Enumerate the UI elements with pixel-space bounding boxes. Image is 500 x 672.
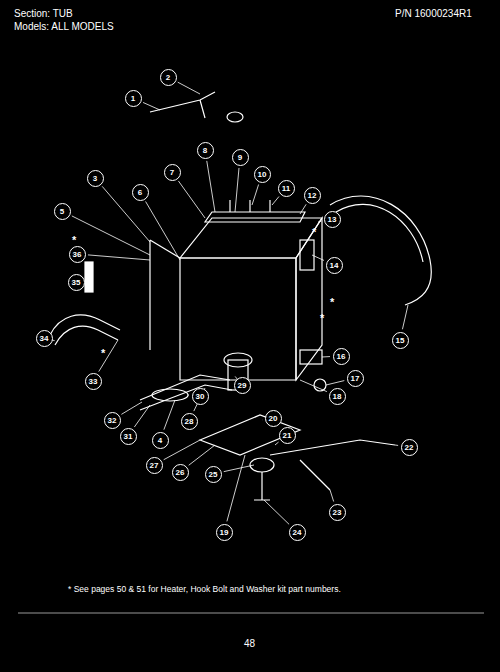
leader-line bbox=[134, 405, 150, 427]
callout-number: 11 bbox=[278, 180, 295, 197]
callout-number: 5 bbox=[54, 203, 71, 220]
callout-number: 1 bbox=[125, 90, 142, 107]
callout-number: 8 bbox=[197, 142, 214, 159]
rule bbox=[18, 613, 484, 614]
callout-number: 3 bbox=[87, 170, 104, 187]
callout-number: 30 bbox=[192, 388, 209, 405]
header-text: Section: TUB bbox=[14, 8, 73, 19]
tub-assembly bbox=[50, 92, 431, 500]
leader-line bbox=[395, 445, 398, 446]
leader-line bbox=[235, 168, 239, 212]
callout-number: 6 bbox=[132, 184, 149, 201]
callout-number: 33 bbox=[85, 373, 102, 390]
leader-line bbox=[300, 204, 306, 214]
callout-number: 29 bbox=[234, 377, 251, 394]
leader-line bbox=[326, 381, 344, 385]
callout-number: 16 bbox=[333, 348, 350, 365]
callout-number: 14 bbox=[326, 257, 343, 274]
leader-line bbox=[330, 490, 334, 502]
callout-number: 36 bbox=[69, 246, 86, 263]
callout-number: 31 bbox=[120, 428, 137, 445]
callout-number: 26 bbox=[172, 464, 189, 481]
callout-number: 21 bbox=[279, 427, 296, 444]
leader-line bbox=[402, 305, 408, 329]
leader-line bbox=[312, 255, 324, 260]
leader-line bbox=[85, 279, 87, 280]
footnote-mark: * bbox=[72, 234, 76, 246]
tub-side bbox=[296, 218, 322, 380]
footnote-mark: * bbox=[330, 296, 334, 308]
footnote-mark: * bbox=[312, 226, 316, 238]
footnote-mark: * bbox=[101, 347, 105, 359]
footnote: * See pages 50 & 51 for Heater, Hook Bol… bbox=[68, 584, 341, 594]
callout-number: 22 bbox=[401, 439, 418, 456]
leader-line bbox=[300, 380, 327, 392]
fill-hose bbox=[330, 196, 431, 305]
bolt bbox=[300, 460, 330, 490]
leader-line bbox=[178, 181, 205, 218]
drain-hose bbox=[50, 315, 120, 335]
callout-number: 27 bbox=[146, 457, 163, 474]
leader-line bbox=[188, 395, 189, 396]
header-text: Models: ALL MODELS bbox=[14, 21, 114, 32]
callout-number: 12 bbox=[304, 187, 321, 204]
strip bbox=[85, 262, 93, 292]
upper-bracket bbox=[150, 92, 215, 118]
tub-flange bbox=[150, 240, 180, 258]
callout-number: 23 bbox=[329, 504, 346, 521]
callout-number: 4 bbox=[152, 432, 169, 449]
callout-number: 25 bbox=[205, 466, 222, 483]
leader-line bbox=[164, 440, 200, 460]
leader-lines bbox=[52, 82, 408, 524]
top-rail bbox=[205, 212, 305, 222]
leader-line bbox=[99, 340, 118, 372]
leader-line bbox=[318, 221, 321, 223]
tub-top bbox=[180, 218, 322, 258]
leader-line bbox=[264, 500, 289, 524]
header-text: 48 bbox=[244, 638, 255, 649]
leader-line bbox=[224, 465, 254, 472]
fitting bbox=[227, 112, 243, 122]
callout-number: 34 bbox=[36, 330, 53, 347]
leader-line bbox=[262, 419, 263, 420]
callout-number: 19 bbox=[216, 524, 233, 541]
footnote-mark: * bbox=[320, 312, 324, 324]
callout-number: 17 bbox=[347, 370, 364, 387]
callout-number: 35 bbox=[68, 274, 85, 291]
leader-line bbox=[143, 102, 160, 110]
leader-line bbox=[272, 196, 279, 205]
callout-number: 13 bbox=[324, 211, 341, 228]
tub-flange bbox=[149, 240, 150, 350]
leader-line bbox=[252, 184, 259, 205]
leader-line bbox=[178, 82, 200, 94]
side-panel-part bbox=[300, 240, 314, 270]
callout-number: 7 bbox=[164, 164, 181, 181]
header-text: P/N 16000234R1 bbox=[395, 8, 472, 19]
callout-number: 24 bbox=[289, 524, 306, 541]
callout-number: 2 bbox=[160, 69, 177, 86]
callout-number: 18 bbox=[329, 388, 346, 405]
leader-line bbox=[227, 455, 245, 521]
callout-number: 9 bbox=[232, 149, 249, 166]
leader-line bbox=[275, 442, 279, 445]
leader-line bbox=[121, 402, 142, 414]
callout-number: 28 bbox=[181, 413, 198, 430]
tub-front bbox=[180, 258, 296, 380]
callout-number: 15 bbox=[392, 332, 409, 349]
callout-number: 32 bbox=[104, 412, 121, 429]
base-plate bbox=[200, 415, 300, 455]
leader-line bbox=[146, 201, 180, 260]
callout-number: 10 bbox=[254, 166, 271, 183]
leader-line bbox=[88, 255, 150, 260]
leader-line bbox=[164, 400, 175, 430]
callout-number: 20 bbox=[265, 410, 282, 427]
leader-line bbox=[322, 356, 330, 357]
leader-line bbox=[189, 445, 215, 465]
leader-line bbox=[207, 161, 215, 212]
